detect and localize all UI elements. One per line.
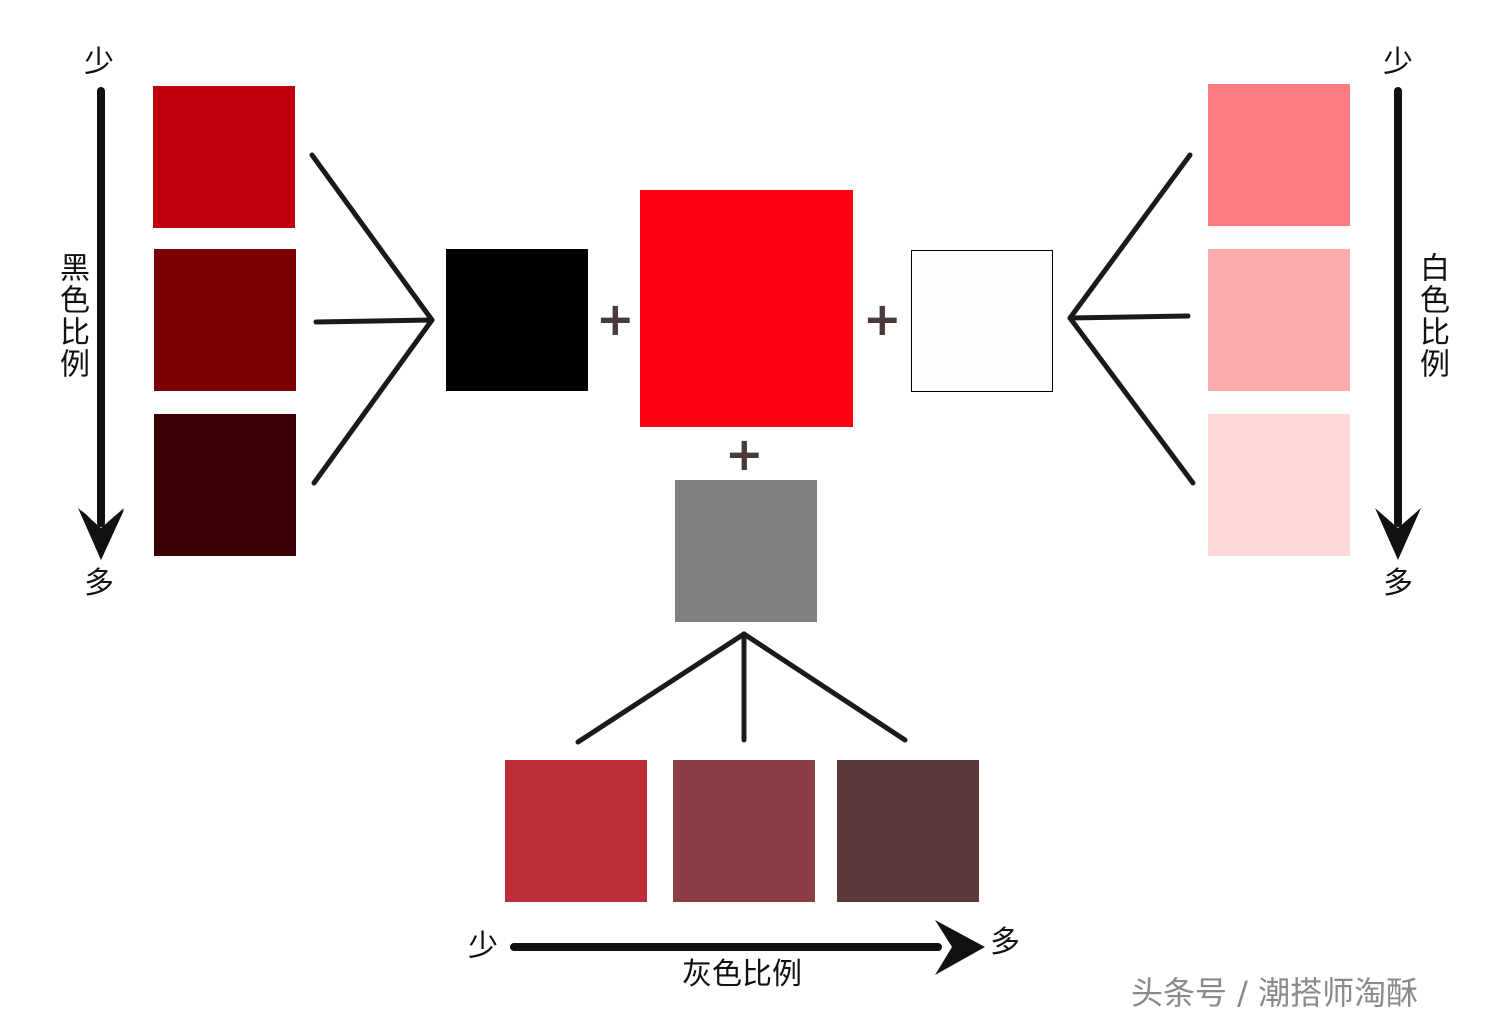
white-axis-top-label: 少 — [1383, 45, 1413, 80]
gray-mix-swatch-3 — [837, 760, 979, 902]
gray-mix-swatch-2 — [673, 760, 815, 902]
gray-axis-left-label: 少 — [468, 929, 498, 964]
gray-fan-lines — [575, 631, 908, 745]
white-mix-swatch-1 — [1208, 84, 1350, 226]
white-axis-arrow — [1375, 87, 1421, 560]
white-fan-lines — [1067, 152, 1196, 486]
plus-right: + — [863, 292, 902, 346]
plus-left: + — [596, 292, 635, 346]
watermark: 头条号 / 潮搭师淘酥 — [1131, 974, 1419, 1012]
black-mix-swatch-1 — [153, 86, 295, 228]
base-red-swatch — [640, 190, 853, 427]
black-axis-title: 黑色比例 — [54, 252, 89, 380]
gray-mix-swatch-1 — [505, 760, 647, 902]
gray-axis-title: 灰色比例 — [682, 957, 802, 992]
base-white-swatch — [911, 250, 1053, 392]
white-axis-bottom-label: 多 — [1383, 566, 1413, 601]
black-axis-top-label: 少 — [84, 45, 114, 80]
black-fan-lines — [309, 152, 435, 486]
base-black-swatch — [446, 249, 588, 391]
black-axis-bottom-label: 多 — [84, 566, 114, 601]
gray-axis-right-label: 多 — [990, 925, 1020, 960]
white-mix-swatch-2 — [1208, 249, 1350, 391]
black-mix-swatch-3 — [154, 414, 296, 556]
plus-bottom: + — [725, 427, 764, 481]
base-gray-swatch — [675, 480, 817, 622]
black-axis-arrow — [78, 87, 124, 560]
black-mix-swatch-2 — [154, 249, 296, 391]
white-axis-title: 白色比例 — [1414, 252, 1449, 380]
white-mix-swatch-3 — [1208, 414, 1350, 556]
gray-axis-arrow — [510, 920, 985, 975]
